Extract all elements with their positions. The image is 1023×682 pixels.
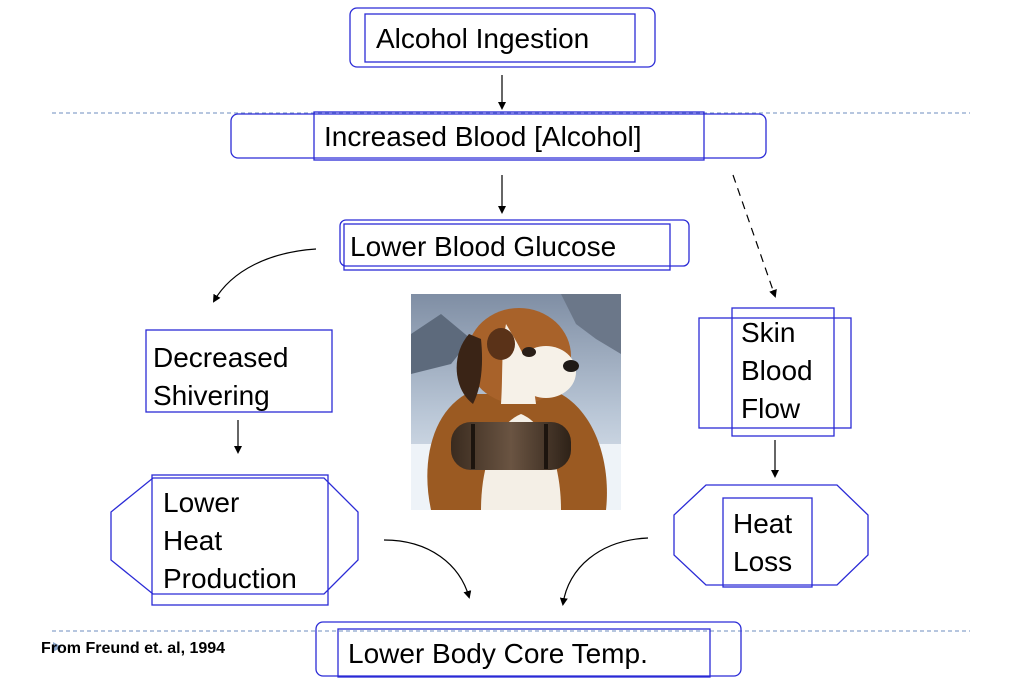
alcohol-ingestion-inner-box bbox=[364, 13, 636, 63]
lower-heat-production-octagon bbox=[110, 477, 359, 595]
decreased-shivering-line-1: Decreased bbox=[153, 342, 289, 373]
skin-blood-flow-line-3: Flow bbox=[741, 393, 801, 424]
alcohol-ingestion-outer-box bbox=[349, 7, 656, 68]
lower-heat-production-line-3: Production bbox=[163, 563, 297, 594]
increased-blood-alcohol-inner-box bbox=[313, 111, 705, 161]
skin-blood-flow-line-1: Skin bbox=[741, 317, 796, 348]
lower-heat-production-inner-box bbox=[151, 474, 329, 606]
lower-body-core-temp-outer-box bbox=[315, 621, 742, 677]
node-heat-loss: Heat Loss bbox=[733, 505, 792, 581]
lower-heat-production-line-1: Lower bbox=[163, 487, 240, 518]
node-lower-heat-production: Lower Heat Production bbox=[163, 484, 297, 598]
decreased-shivering-box bbox=[145, 329, 333, 413]
source-citation: From Freund et. al, 1994 bbox=[41, 640, 226, 657]
node-decreased-shivering: Decreased Shivering bbox=[153, 339, 288, 415]
skin-blood-flow-inner-box bbox=[731, 307, 835, 437]
arrow-blood-alcohol-to-skin-flow bbox=[732, 174, 777, 298]
node-increased-blood-alcohol: Increased Blood [Alcohol] bbox=[324, 121, 642, 152]
lower-blood-glucose-outer-box bbox=[339, 219, 690, 267]
bullet-triangle-icon bbox=[53, 642, 62, 652]
node-skin-blood-flow: Skin Blood Flow bbox=[741, 314, 813, 428]
arrow-heat-loss-to-core-temp bbox=[559, 537, 649, 606]
lower-heat-production-line-2: Heat bbox=[163, 525, 223, 556]
heat-loss-line-2: Loss bbox=[733, 546, 793, 577]
arrow-heat-production-to-core-temp bbox=[383, 539, 472, 599]
lower-blood-glucose-inner-box bbox=[343, 223, 671, 271]
node-lower-body-core-temp: Lower Body Core Temp. bbox=[348, 638, 648, 669]
increased-blood-alcohol-outer-box bbox=[230, 113, 767, 159]
skin-blood-flow-line-2: Blood bbox=[741, 355, 813, 386]
decreased-shivering-line-2: Shivering bbox=[153, 380, 270, 411]
lower-body-core-temp-inner-box bbox=[337, 628, 711, 678]
heat-loss-inner-box bbox=[722, 497, 813, 588]
st-bernard-photo bbox=[411, 294, 621, 510]
arrow-glucose-to-shivering bbox=[212, 248, 317, 303]
node-lower-blood-glucose: Lower Blood Glucose bbox=[350, 231, 617, 262]
heat-loss-line-1: Heat bbox=[733, 508, 793, 539]
heat-loss-octagon bbox=[673, 484, 869, 586]
node-alcohol-ingestion: Alcohol Ingestion bbox=[376, 23, 590, 54]
skin-blood-flow-outer-box bbox=[698, 317, 852, 429]
